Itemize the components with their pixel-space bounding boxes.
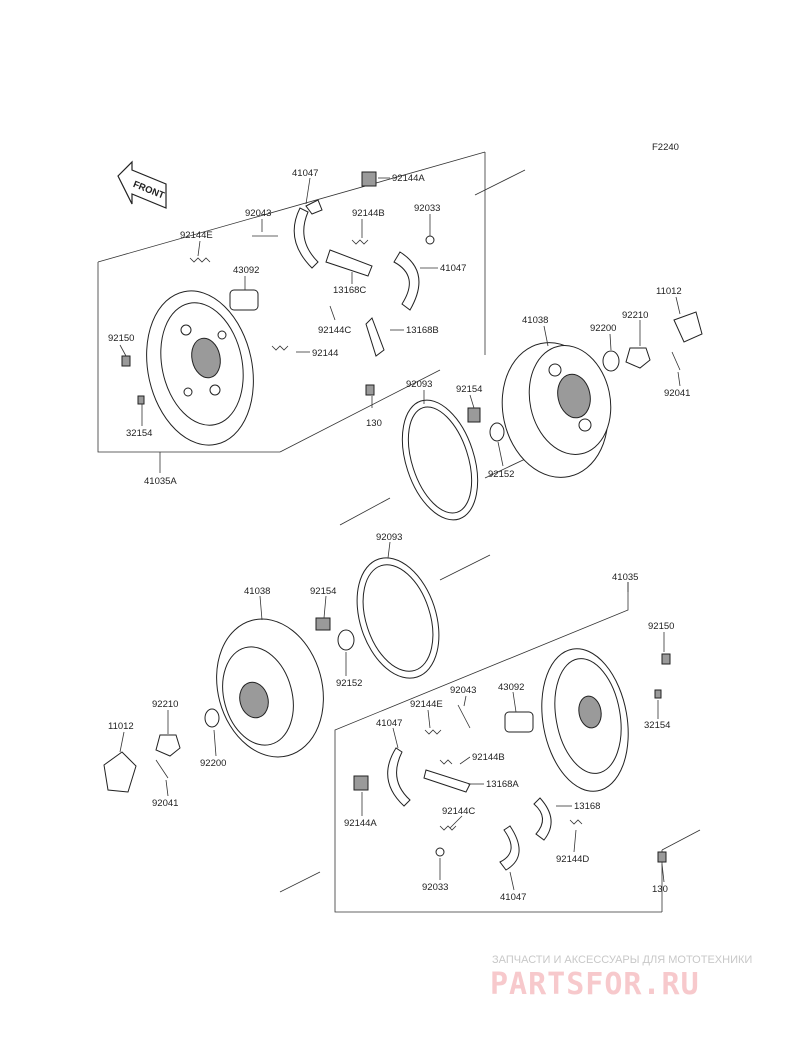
label-43092-bottom: 43092 bbox=[498, 682, 524, 693]
label-92144E-bottom: 92144E bbox=[410, 699, 443, 710]
label-92210-top: 92210 bbox=[622, 310, 648, 321]
label-13168C-top: 13168C bbox=[333, 285, 366, 296]
top-assembly-frame bbox=[97, 151, 541, 526]
label-92150-bottom: 92150 bbox=[648, 621, 674, 632]
label-41047-bottom-b: 41047 bbox=[500, 892, 526, 903]
label-92144D-bottom: 92144D bbox=[556, 854, 589, 865]
figure-code: F2240 bbox=[652, 142, 679, 153]
label-92144A-top: 92144A bbox=[392, 173, 425, 184]
label-130-top: 130 bbox=[366, 418, 382, 429]
label-41038-top: 41038 bbox=[522, 315, 548, 326]
label-32154-bottom: 32154 bbox=[644, 720, 670, 731]
label-11012-top: 11012 bbox=[656, 286, 682, 297]
brake-shoe-top-b bbox=[393, 251, 420, 311]
leader-lines bbox=[119, 177, 681, 891]
label-13168-bottom: 13168 bbox=[574, 801, 600, 812]
label-13168B-top: 13168B bbox=[406, 325, 439, 336]
spring-parts-top bbox=[121, 171, 435, 405]
label-41047-top-a: 41047 bbox=[292, 168, 318, 179]
label-41047-bottom-a: 41047 bbox=[376, 718, 402, 729]
label-41038-bottom: 41038 bbox=[244, 586, 270, 597]
backing-plate-top bbox=[146, 290, 254, 446]
front-arrow-icon: FRONT bbox=[117, 160, 167, 209]
label-92033-bottom: 92033 bbox=[422, 882, 448, 893]
label-92144-top: 92144 bbox=[312, 348, 338, 359]
label-41047-top-b: 41047 bbox=[440, 263, 466, 274]
label-92144E-top: 92144E bbox=[180, 230, 213, 241]
backing-plate-bottom bbox=[541, 648, 629, 792]
brake-drum-top bbox=[501, 342, 612, 478]
watermark-subtitle: ЗАПЧАСТИ И АКСЕССУАРЫ ДЛЯ МОТОТЕХНИКИ bbox=[492, 954, 752, 966]
label-92041-bottom: 92041 bbox=[152, 798, 178, 809]
label-92144A-bottom: 92144A bbox=[344, 818, 377, 829]
label-130-bottom: 130 bbox=[652, 884, 668, 895]
label-41035-bottom: 41035 bbox=[612, 572, 638, 583]
label-92033-top: 92033 bbox=[414, 203, 440, 214]
hub-parts-top bbox=[467, 311, 703, 442]
label-32154-top: 32154 bbox=[126, 428, 152, 439]
label-43092-top: 43092 bbox=[233, 265, 259, 276]
label-13168A-bottom: 13168A bbox=[486, 779, 519, 790]
label-92144B-bottom: 92144B bbox=[472, 752, 505, 763]
label-92200-top: 92200 bbox=[590, 323, 616, 334]
label-92152-top: 92152 bbox=[488, 469, 514, 480]
label-92152-bottom: 92152 bbox=[336, 678, 362, 689]
seal-ring-top-inner bbox=[407, 406, 473, 514]
label-92041-top: 92041 bbox=[664, 388, 690, 399]
label-92043-top: 92043 bbox=[245, 208, 271, 219]
bottom-assembly-frame bbox=[279, 554, 701, 913]
brake-shoe-top-a bbox=[293, 199, 323, 269]
label-92200-bottom: 92200 bbox=[200, 758, 226, 769]
label-92093-top: 92093 bbox=[406, 379, 432, 390]
label-92144C-top: 92144C bbox=[318, 325, 351, 336]
label-92043-bottom: 92043 bbox=[450, 685, 476, 696]
label-92154-top: 92154 bbox=[456, 384, 482, 395]
label-92150-top: 92150 bbox=[108, 333, 134, 344]
seal-ring-bottom-inner bbox=[362, 564, 434, 672]
watermark: ЗАПЧАСТИ И АКСЕССУАРЫ ДЛЯ МОТОТЕХНИКИ PA… bbox=[490, 954, 752, 1002]
label-92210-bottom: 92210 bbox=[152, 699, 178, 710]
spring-parts-bottom bbox=[353, 653, 671, 871]
part-labels: F2240 41047 92144A 92043 92144B 92033 92… bbox=[108, 142, 690, 903]
label-92154-bottom: 92154 bbox=[310, 586, 336, 597]
watermark-brand: PARTSFOR.RU bbox=[490, 967, 700, 1002]
label-41035A-top: 41035A bbox=[144, 476, 177, 487]
label-11012-bottom: 11012 bbox=[108, 721, 134, 732]
label-92093-bottom: 92093 bbox=[376, 532, 402, 543]
label-92144C-bottom: 92144C bbox=[442, 806, 475, 817]
brake-drum-bottom bbox=[216, 618, 324, 758]
hub-parts-bottom bbox=[103, 617, 355, 793]
label-92144B-top: 92144B bbox=[352, 208, 385, 219]
